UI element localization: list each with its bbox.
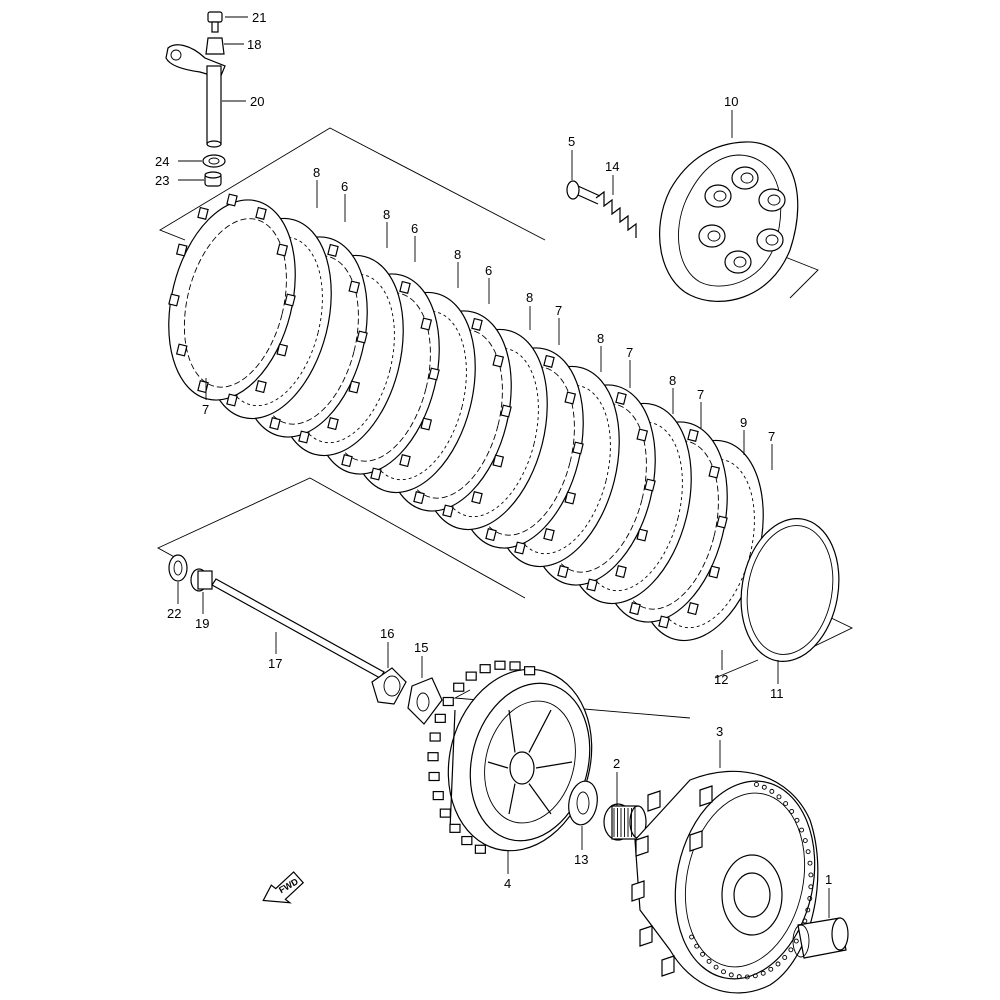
- callout-8: 8: [597, 331, 604, 346]
- callout-6: 6: [341, 179, 348, 194]
- callout-4: 4: [504, 876, 511, 891]
- sleeve-hub-4: [427, 660, 593, 854]
- callout-11: 11: [770, 686, 784, 701]
- spacer-1: [792, 917, 849, 959]
- bolt-5: [566, 180, 601, 205]
- callout-7: 7: [555, 303, 562, 318]
- callout-8: 8: [454, 247, 461, 262]
- callout-labels: 21 18 20 24 23 10 5 14 8 6 8 6 8 6 8 7 8…: [155, 10, 832, 891]
- callout-24: 24: [155, 154, 169, 169]
- callout-8: 8: [383, 207, 390, 222]
- callout-6: 6: [411, 221, 418, 236]
- washer-15: [407, 677, 443, 725]
- callout-6: 6: [485, 263, 492, 278]
- callout-1: 1: [825, 872, 832, 887]
- callout-8: 8: [526, 290, 533, 305]
- callout-3: 3: [716, 724, 723, 739]
- needle-bearing-2: [603, 803, 647, 841]
- callout-7: 7: [626, 345, 633, 360]
- callout-22: 22: [167, 606, 181, 621]
- spring-14: [595, 190, 637, 238]
- callout-2: 2: [613, 756, 620, 771]
- callout-8: 8: [669, 373, 676, 388]
- callout-16: 16: [380, 626, 394, 641]
- clutch-plate-stack: [168, 193, 764, 642]
- callout-13: 13: [574, 852, 588, 867]
- pressure-plate-10: [659, 141, 799, 302]
- bearing-16: [371, 667, 407, 705]
- thrust-washer-13: [568, 780, 598, 826]
- oil-seal-24: [202, 154, 226, 168]
- push-rod-17: [211, 578, 385, 679]
- callout-5: 5: [568, 134, 575, 149]
- callout-14: 14: [605, 159, 619, 174]
- bearing-19: [190, 568, 213, 592]
- ring-11: [740, 518, 840, 662]
- callout-15: 15: [414, 640, 428, 655]
- callout-10: 10: [724, 94, 738, 109]
- fwd-arrow-icon: FWD: [262, 871, 305, 904]
- callout-23: 23: [155, 173, 169, 188]
- callout-7: 7: [697, 387, 704, 402]
- clutch-housing-3: [631, 770, 819, 994]
- leader-lines: [177, 16, 830, 918]
- oil-seal-22: [168, 554, 188, 582]
- upper-assembly-frame: [158, 127, 819, 299]
- callout-18: 18: [247, 37, 261, 52]
- callout-8: 8: [313, 165, 320, 180]
- callout-7: 7: [202, 402, 209, 417]
- callout-17: 17: [268, 656, 282, 671]
- shaft-20: [206, 65, 222, 148]
- callout-9: 9: [740, 415, 747, 430]
- callout-20: 20: [250, 94, 264, 109]
- callout-19: 19: [195, 616, 209, 631]
- callout-7: 7: [768, 429, 775, 444]
- bolt-21: [207, 11, 223, 33]
- callout-12: 12: [714, 672, 728, 687]
- bearing-23: [204, 171, 222, 187]
- callout-21: 21: [252, 10, 266, 25]
- friction-plate: [168, 193, 296, 407]
